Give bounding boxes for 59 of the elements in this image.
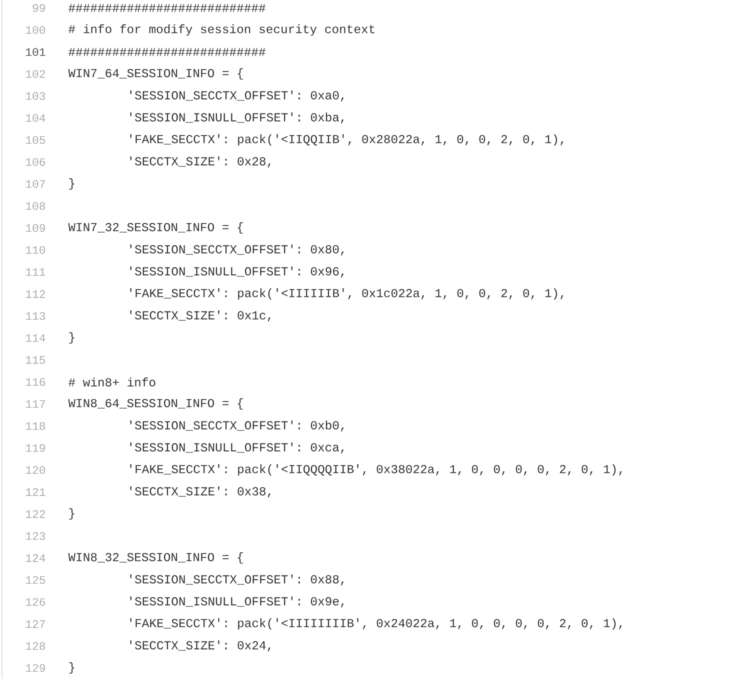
- code-line: ###########################: [68, 4, 266, 12]
- code-line: 'FAKE_SECCTX': pack('<IIIIIIIIB', 0x24022a, 1, 0, 0, 0, 0, 2, 0, 1),: [130, 618, 622, 630]
- line-number: 119: [26, 444, 45, 452]
- code-line: WIN7_64_SESSION_INFO = {: [68, 68, 243, 80]
- code-line: 'SESSION_SECCTX_OFFSET': 0x88,: [130, 574, 344, 586]
- line-number: 117: [26, 400, 45, 408]
- line-number: 122: [26, 510, 45, 518]
- code-line: # win8+ info: [68, 378, 156, 386]
- code-line: 'SESSION_SECCTX_OFFSET': 0x80,: [130, 244, 344, 256]
- code-line: WIN7_32_SESSION_INFO = {: [68, 222, 243, 234]
- line-number: 103: [26, 92, 46, 100]
- code-line: # info for modify session security context: [68, 24, 374, 36]
- line-number: 106: [26, 158, 46, 166]
- code-line: WIN8_32_SESSION_INFO = {: [68, 552, 243, 564]
- line-number: 107: [26, 180, 45, 188]
- code-line: }: [69, 332, 74, 344]
- code-line: 'FAKE_SECCTX': pack('<IIQQIIB', 0x28022a, 1, 0, 0, 2, 0, 1),: [130, 134, 564, 146]
- line-number: 109: [26, 224, 45, 232]
- line-number: 112: [26, 290, 45, 298]
- line-number: 125: [26, 576, 46, 584]
- line-number: 100: [26, 26, 46, 34]
- code-line: 'SECCTX_SIZE': 0x24,: [130, 640, 270, 652]
- code-line: ###########################: [68, 48, 266, 56]
- line-number: 108: [26, 202, 46, 210]
- line-number: 114: [26, 334, 46, 342]
- line-number: 115: [26, 356, 46, 364]
- line-number: 118: [26, 422, 46, 430]
- code-line: }: [69, 178, 74, 190]
- line-number: 104: [26, 114, 46, 122]
- code-line: 'SESSION_ISNULL_OFFSET': 0x96,: [130, 266, 344, 278]
- line-number: 126: [26, 598, 46, 606]
- line-number: 116: [26, 378, 46, 386]
- line-number: 127: [26, 620, 45, 628]
- line-number: 128: [26, 642, 46, 650]
- line-number: 110: [26, 246, 46, 254]
- line-number: 121: [26, 488, 46, 496]
- code-line: 'SECCTX_SIZE': 0x1c,: [130, 310, 270, 322]
- line-number: 99: [32, 4, 45, 12]
- code-line: 'SESSION_ISNULL_OFFSET': 0xca,: [130, 442, 344, 454]
- line-number: 129: [26, 664, 45, 672]
- code-line: 'SESSION_ISNULL_OFFSET': 0x9e,: [130, 596, 344, 608]
- line-number: 101: [26, 48, 46, 56]
- code-line: 'SESSION_SECCTX_OFFSET': 0xa0,: [130, 90, 344, 102]
- code-line: 'FAKE_SECCTX': pack('<IIQQQQIIB', 0x38022a, 1, 0, 0, 0, 0, 2, 0, 1),: [130, 464, 622, 476]
- code-line: }: [69, 662, 74, 674]
- code-line: WIN8_64_SESSION_INFO = {: [68, 398, 243, 410]
- code-line: 'SECCTX_SIZE': 0x28,: [130, 156, 270, 168]
- code-line: 'SESSION_SECCTX_OFFSET': 0xb0,: [130, 420, 344, 432]
- code-line: }: [69, 508, 74, 520]
- line-number: 123: [26, 532, 46, 540]
- line-number: 111: [26, 268, 46, 276]
- line-number: 105: [26, 136, 46, 144]
- line-number: 113: [26, 312, 46, 320]
- code-line: 'SECCTX_SIZE': 0x38,: [130, 486, 270, 498]
- line-number: 102: [26, 70, 45, 78]
- code-line: 'FAKE_SECCTX': pack('<IIIIIIB', 0x1c022a, 1, 0, 0, 2, 0, 1),: [130, 288, 564, 300]
- line-number: 124: [26, 554, 46, 562]
- line-number: 120: [26, 466, 46, 474]
- code-line: 'SESSION_ISNULL_OFFSET': 0xba,: [130, 112, 344, 124]
